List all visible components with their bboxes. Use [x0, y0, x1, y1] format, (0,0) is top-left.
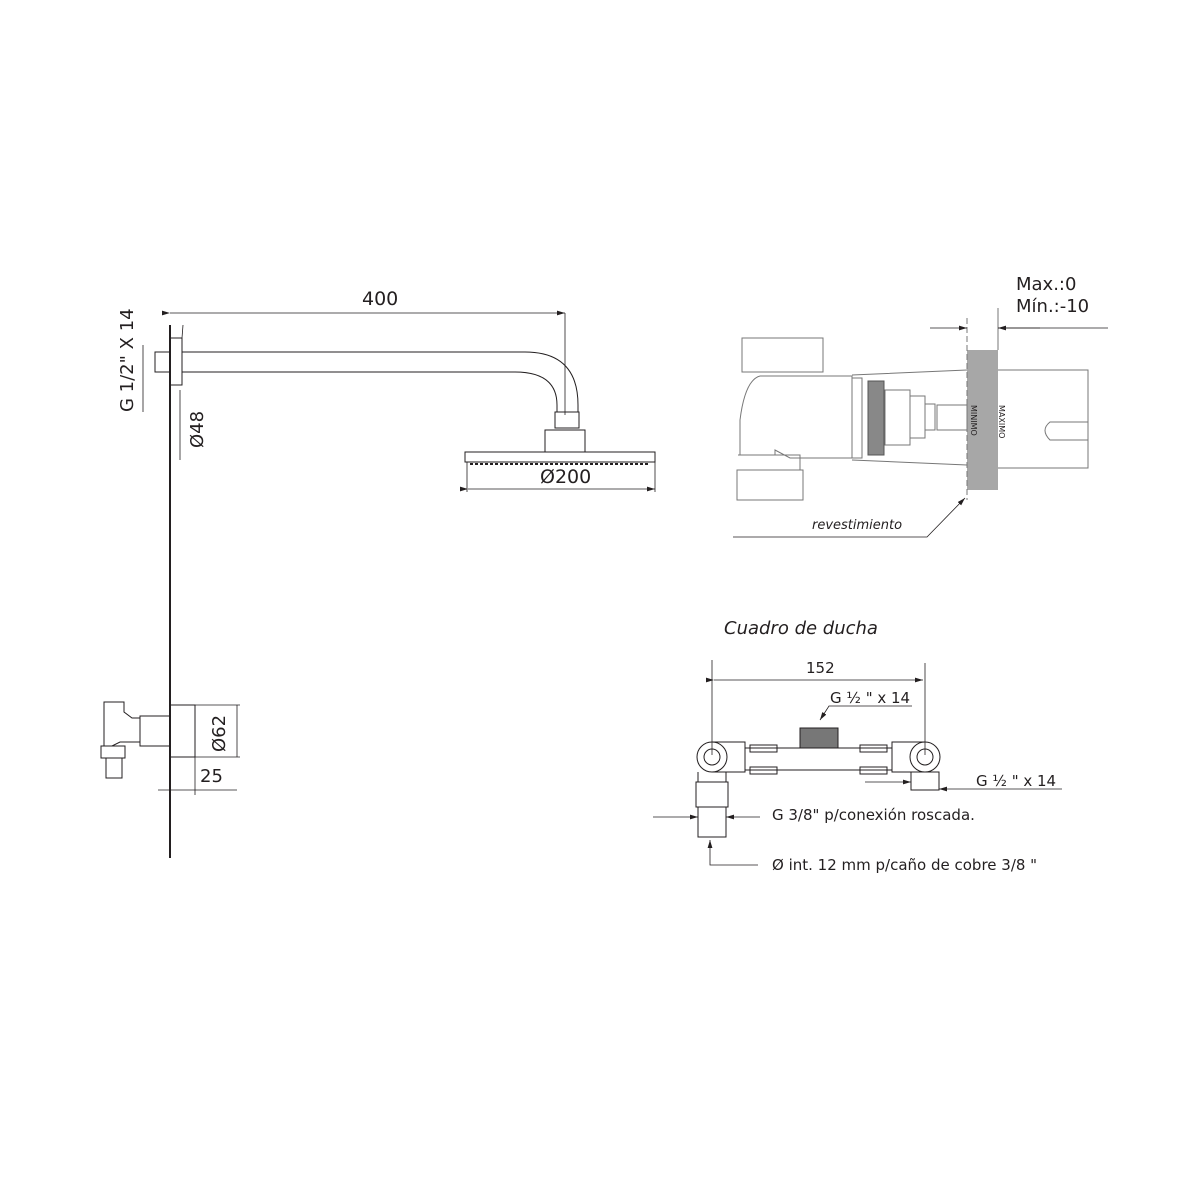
coating-label: revestimiento	[812, 518, 903, 533]
shower-arm	[154, 337, 586, 453]
projection-label: 25	[200, 766, 223, 787]
dimension-lines	[142, 310, 656, 795]
minimo-mark: MINIMO	[969, 405, 978, 436]
max-label: Max.:0	[1016, 274, 1077, 295]
manifold-title: Cuadro de ducha	[724, 618, 878, 639]
shower-head	[464, 451, 656, 465]
coating-band	[967, 350, 998, 490]
side-thread-label: G ½ " x 14	[976, 772, 1057, 790]
arm-thread-label: G 1/2" X 14	[117, 308, 138, 412]
flange-diameter-label: Ø48	[187, 410, 208, 448]
inlet-pipe-label: Ø int. 12 mm p/caño de cobre 3/8 "	[772, 856, 1038, 874]
min-label: Mín.:-10	[1016, 296, 1090, 317]
escutcheon-diameter-label: Ø62	[209, 714, 230, 752]
maximo-mark: MAXIMO	[997, 405, 1006, 439]
cartridge-dimension	[733, 325, 1108, 538]
arm-length-label: 400	[362, 288, 399, 310]
head-diameter-label: Ø200	[540, 466, 592, 488]
top-thread-label: G ½ " x 14	[830, 689, 911, 707]
inlet-thread-label: G 3/8" p/conexión roscada.	[772, 806, 975, 824]
manifold-drawing	[653, 660, 1062, 866]
valve-body-side	[100, 701, 196, 779]
cartridge-detail	[736, 308, 1089, 501]
manifold-width-label: 152	[806, 659, 835, 677]
